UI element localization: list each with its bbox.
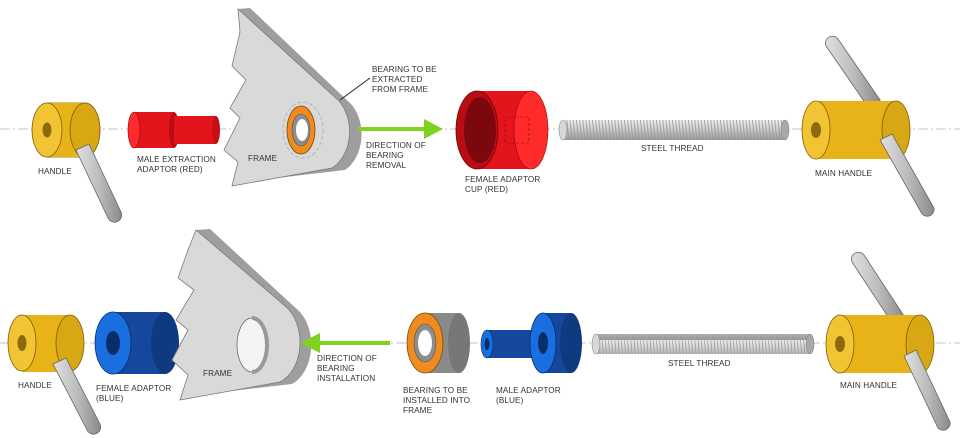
- bottom-left-handle: [7, 314, 101, 435]
- top-main-handle-label: MAIN HANDLE: [815, 169, 872, 178]
- male-adaptor-blue: [480, 312, 582, 374]
- removal-direction-label: DIRECTION OF BEARING REMOVAL: [366, 141, 428, 170]
- top-bearing-leader: [339, 77, 371, 101]
- top-row: HANDLE MALE EXTRACTION ADAPTOR (RED) FRA…: [0, 8, 960, 223]
- top-thread-label: STEEL THREAD: [641, 144, 704, 153]
- male-extraction-adaptor-label: MALE EXTRACTION ADAPTOR (RED): [137, 155, 218, 174]
- bottom-main-handle: [825, 251, 951, 431]
- male-extraction-adaptor-red: [127, 111, 220, 149]
- top-bearing-label: BEARING TO BE EXTRACTED FROM FRAME: [372, 65, 439, 94]
- removal-arrow: [358, 119, 443, 139]
- bottom-frame-label: FRAME: [203, 369, 233, 378]
- female-adaptor-cup-red: [455, 90, 549, 170]
- top-frame: [223, 8, 362, 187]
- top-bearing: [286, 105, 316, 155]
- top-handle-label: HANDLE: [38, 167, 72, 176]
- bottom-row: HANDLE FEMALE ADAPTOR (BLUE) FRAME DIREC…: [0, 229, 960, 435]
- top-steel-thread: [558, 119, 790, 141]
- bottom-bearing-label: BEARING TO BE INSTALLED INTO FRAME: [403, 386, 472, 415]
- bottom-main-handle-label: MAIN HANDLE: [840, 381, 897, 390]
- bottom-thread-label: STEEL THREAD: [668, 359, 731, 368]
- female-adaptor-blue: [94, 311, 179, 375]
- installation-arrow: [300, 333, 390, 353]
- male-adaptor-label: MALE ADAPTOR (BLUE): [496, 386, 563, 405]
- bottom-frame: [171, 229, 312, 401]
- bottom-steel-thread: [591, 333, 815, 355]
- bottom-handle-label: HANDLE: [18, 381, 52, 390]
- female-adaptor-label: FEMALE ADAPTOR (BLUE): [96, 384, 174, 403]
- female-cup-label: FEMALE ADAPTOR CUP (RED): [465, 175, 543, 194]
- installation-direction-label: DIRECTION OF BEARING INSTALLATION: [317, 354, 379, 383]
- top-main-handle: [801, 35, 935, 217]
- bottom-bearing: [406, 312, 470, 374]
- top-left-handle: [31, 102, 122, 223]
- top-frame-label: FRAME: [248, 154, 278, 163]
